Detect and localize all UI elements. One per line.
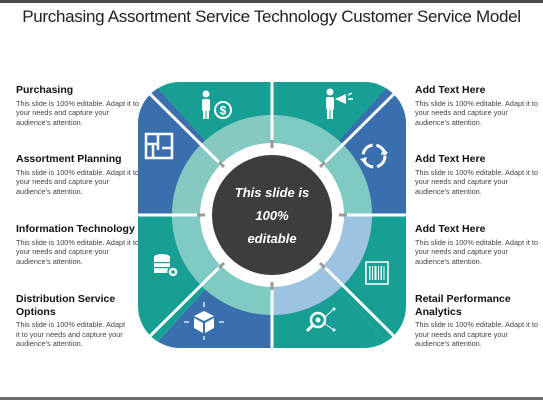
- block-heading: Add Text Here: [415, 84, 486, 96]
- add-text-block-3: Add Text Here This slide is 100% editabl…: [415, 223, 540, 266]
- block-body: This slide is 100% editable. Adapt it to…: [16, 237, 139, 266]
- block-heading: Add Text Here: [415, 153, 486, 165]
- block-heading: Retail Performance Analytics: [415, 293, 511, 318]
- add-text-block-2: Add Text Here This slide is 100% editabl…: [415, 153, 540, 196]
- assortment-planning-block: Assortment Planning This slide is 100% e…: [16, 153, 141, 196]
- recycle-icon: [360, 143, 388, 169]
- retail-analytics-block: Retail Performance Analytics This slide …: [415, 293, 540, 349]
- block-body: This slide is 100% editable. Adapt it to…: [16, 167, 139, 196]
- barcode-icon: [365, 261, 389, 285]
- floor-plan-icon: [144, 132, 174, 160]
- database-gear-icon: [154, 254, 179, 278]
- block-body: This slide is 100% editable. Adapt it to…: [415, 237, 538, 266]
- add-text-block-1: Add Text Here This slide is 100% editabl…: [415, 84, 540, 127]
- information-technology-block: Information Technology This slide is 100…: [16, 223, 141, 266]
- center-text-line-1: This slide is: [235, 185, 309, 200]
- top-rule: [0, 0, 543, 3]
- center-circle: [212, 155, 332, 275]
- block-body: This slide is 100% editable. Adapt it to…: [415, 98, 538, 127]
- analytics-magnifier-icon: [305, 307, 336, 333]
- bottom-rule: [0, 397, 543, 400]
- block-heading: Add Text Here: [415, 223, 486, 235]
- distribution-service-block: Distribution Service Options This slide …: [16, 293, 128, 349]
- block-heading: Information Technology: [16, 223, 135, 235]
- speaker-megaphone-icon: [326, 88, 353, 119]
- purchase-dollar-icon: $: [202, 90, 232, 119]
- page-title: Purchasing Assortment Service Technology…: [22, 7, 521, 26]
- purchasing-block: Purchasing This slide is 100% editable. …: [16, 84, 141, 127]
- block-body: This slide is 100% editable. Adapt it to…: [415, 167, 538, 196]
- distribution-box-icon: [184, 302, 224, 340]
- svg-text:$: $: [220, 104, 227, 118]
- block-body: This slide is 100% editable. Adapt it to…: [415, 320, 538, 349]
- segment-diagram: This slide is 100% editable $: [138, 82, 406, 348]
- block-heading: Purchasing: [16, 84, 74, 96]
- center-text-line-3: editable: [247, 231, 296, 246]
- block-heading: Assortment Planning: [16, 153, 122, 165]
- block-body: This slide is 100% editable. Adapt it to…: [16, 98, 139, 127]
- center-text-line-2: 100%: [255, 208, 289, 223]
- block-heading: Distribution Service Options: [16, 293, 116, 318]
- block-body: This slide is 100% editable. Adapt it to…: [16, 320, 126, 349]
